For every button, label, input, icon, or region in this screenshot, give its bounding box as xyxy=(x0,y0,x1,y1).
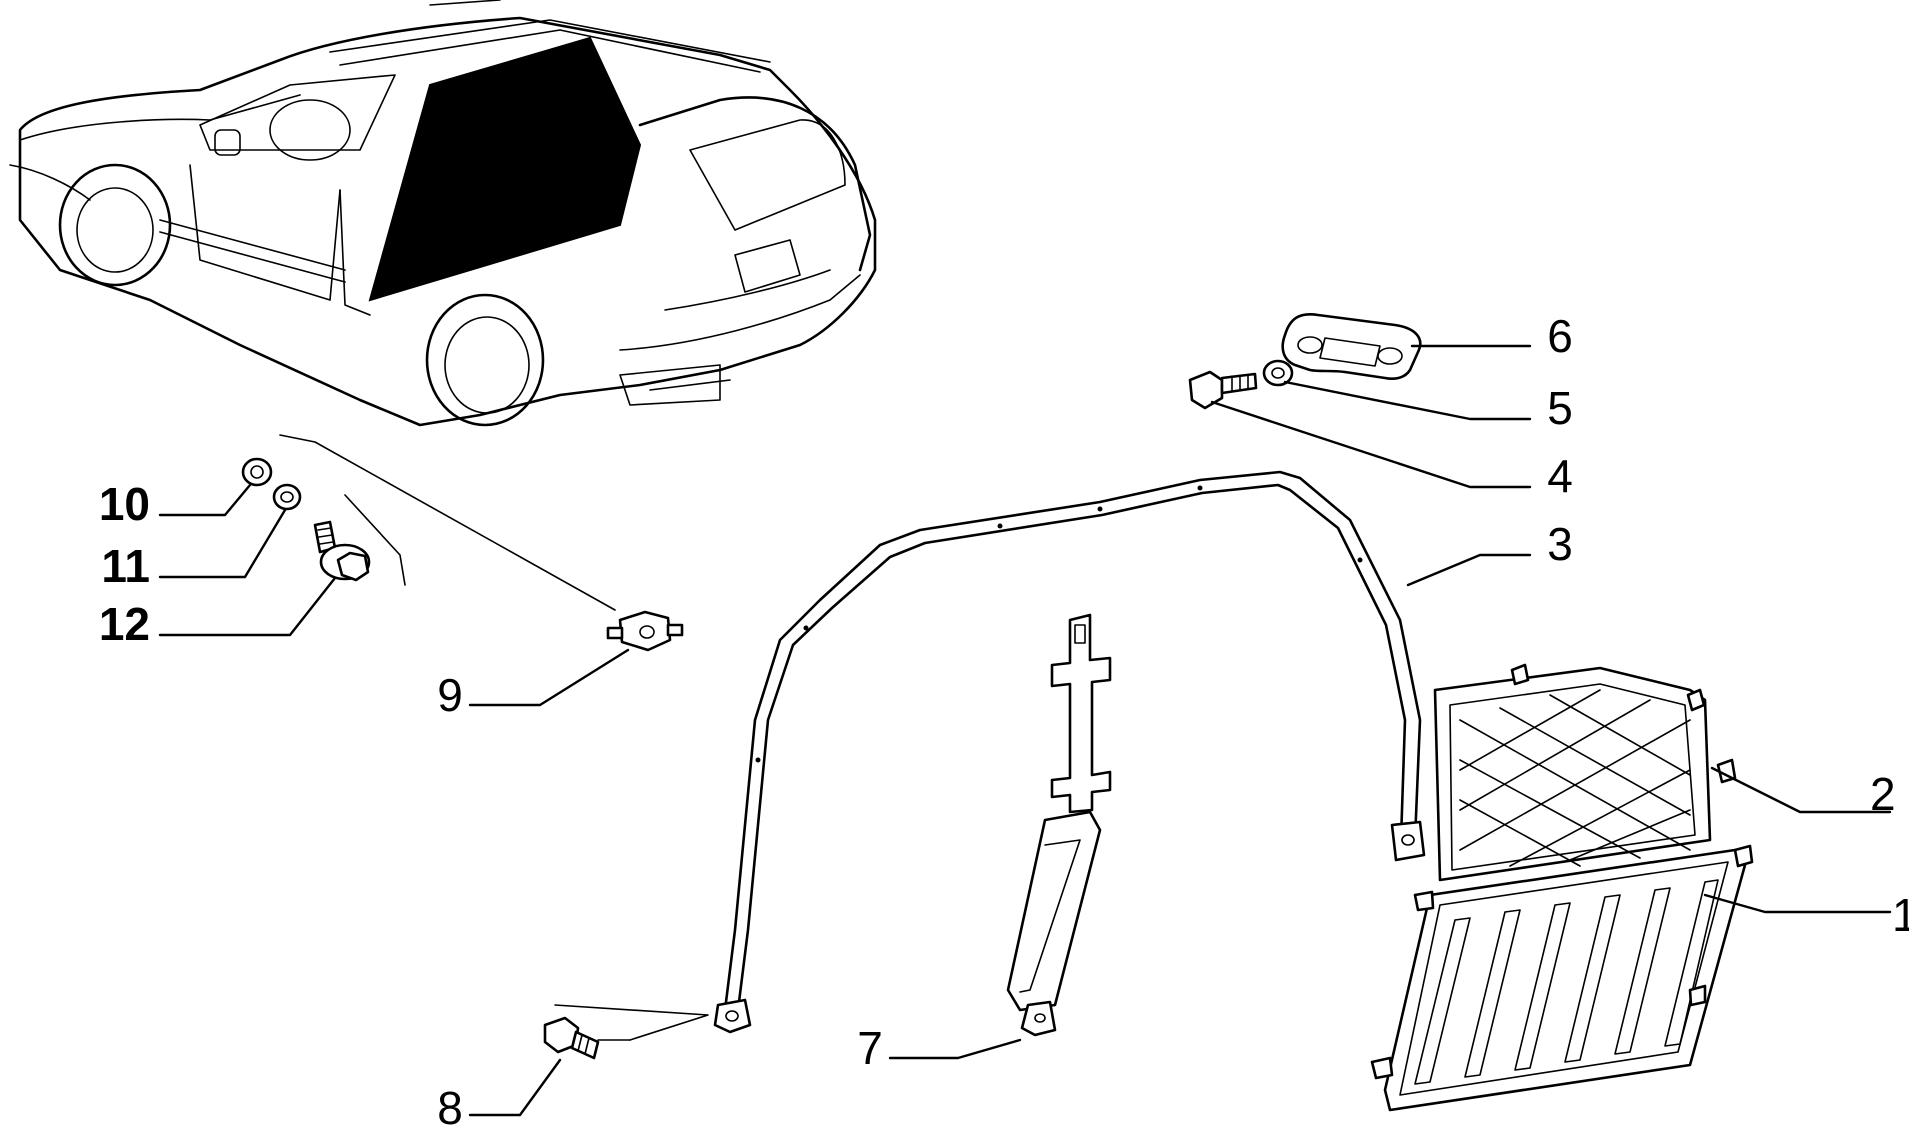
callout-7: 7 xyxy=(857,1022,883,1074)
part-4-bolt xyxy=(1188,370,1258,410)
callout-12: 12 xyxy=(99,598,150,650)
callout-2: 2 xyxy=(1870,768,1896,820)
station-wagon-illustration xyxy=(9,0,877,427)
part-11-washer xyxy=(272,483,302,511)
part-7-reinforcement xyxy=(1006,613,1112,1037)
callout-4: 4 xyxy=(1547,450,1573,502)
callout-1: 1 xyxy=(1892,889,1909,941)
callout-5: 5 xyxy=(1547,382,1573,434)
callout-11: 11 xyxy=(101,540,150,592)
part-6-bracket xyxy=(1281,313,1422,381)
callout-6: 6 xyxy=(1547,310,1573,362)
part-8-screw xyxy=(543,1016,600,1060)
callout-10: 10 xyxy=(99,478,150,530)
fitting-guide-lines xyxy=(279,434,709,1041)
callout-8: 8 xyxy=(437,1082,463,1126)
part-5-washer xyxy=(1262,359,1294,387)
grille-slots xyxy=(1414,879,1719,1085)
callout-labels: 1 2 3 4 5 6 7 8 9 10 11 12 xyxy=(99,310,1909,1126)
callout-9: 9 xyxy=(437,669,463,721)
leader-lines xyxy=(158,344,1892,1117)
callout-3: 3 xyxy=(1547,518,1573,570)
part-1-grille-panel xyxy=(1370,844,1754,1112)
part-9-clip-nut xyxy=(606,610,684,652)
net-mesh xyxy=(1459,689,1691,867)
part-10-washer xyxy=(241,457,273,487)
part-3-frame xyxy=(713,470,1426,1034)
part-2-net-panel xyxy=(1433,663,1737,882)
part-12-bolt xyxy=(313,520,371,582)
